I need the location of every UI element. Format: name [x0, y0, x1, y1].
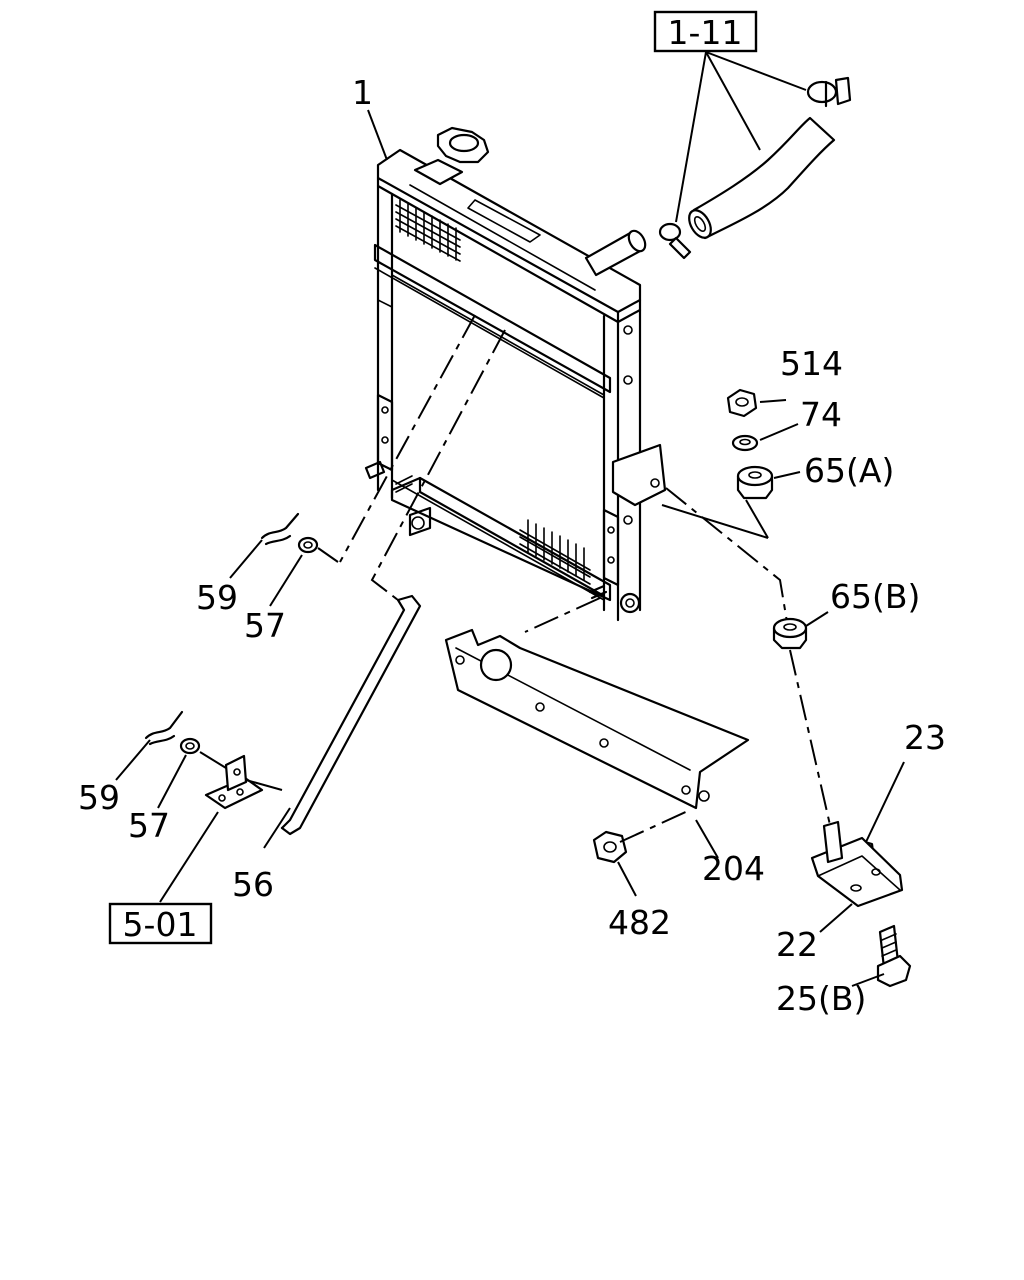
callout-23: 23	[904, 718, 946, 757]
nut-514	[726, 388, 758, 418]
callout-482: 482	[608, 903, 671, 942]
bolt-25b	[876, 924, 912, 988]
callout-ref-1-11: 1-11	[668, 13, 743, 52]
washer-74	[731, 434, 759, 452]
callout-204: 204	[702, 849, 765, 888]
callout-65a: 65(A)	[804, 451, 894, 490]
hose-clamp-upper	[806, 76, 852, 108]
nut-482	[592, 830, 628, 864]
washer-57-lower	[179, 737, 201, 755]
ref-box-1-11	[653, 10, 758, 53]
callout-1: 1	[352, 73, 373, 112]
radiator-cap	[413, 126, 490, 186]
callout-65b: 65(B)	[830, 577, 920, 616]
callout-57-upper: 57	[244, 606, 286, 645]
callout-514: 514	[780, 344, 843, 383]
radiator-core	[364, 148, 667, 622]
ref-box-5-01	[108, 902, 213, 945]
callout-56: 56	[232, 865, 274, 904]
cushion-65b	[772, 617, 808, 650]
callout-59-lower: 59	[78, 778, 120, 817]
clamp-59-upper	[260, 512, 300, 546]
inlet-pipe	[584, 229, 647, 277]
overflow-hose	[280, 594, 422, 836]
callout-22: 22	[776, 925, 818, 964]
upper-hose	[688, 116, 836, 240]
hose-bracket	[204, 754, 264, 810]
callout-ref-5-01: 5-01	[123, 905, 198, 944]
callout-59-upper: 59	[196, 578, 238, 617]
callout-25b: 25(B)	[776, 979, 866, 1018]
plate-stud	[588, 584, 608, 600]
callout-74: 74	[800, 395, 842, 434]
side-plate	[444, 628, 750, 810]
washer-57-upper	[297, 536, 319, 554]
clamp-59-lower	[144, 710, 184, 746]
cushion-65a	[736, 465, 774, 500]
hose-clamp-lower	[658, 222, 692, 260]
mount-bracket-22	[810, 820, 904, 908]
callout-57-lower: 57	[128, 806, 170, 845]
